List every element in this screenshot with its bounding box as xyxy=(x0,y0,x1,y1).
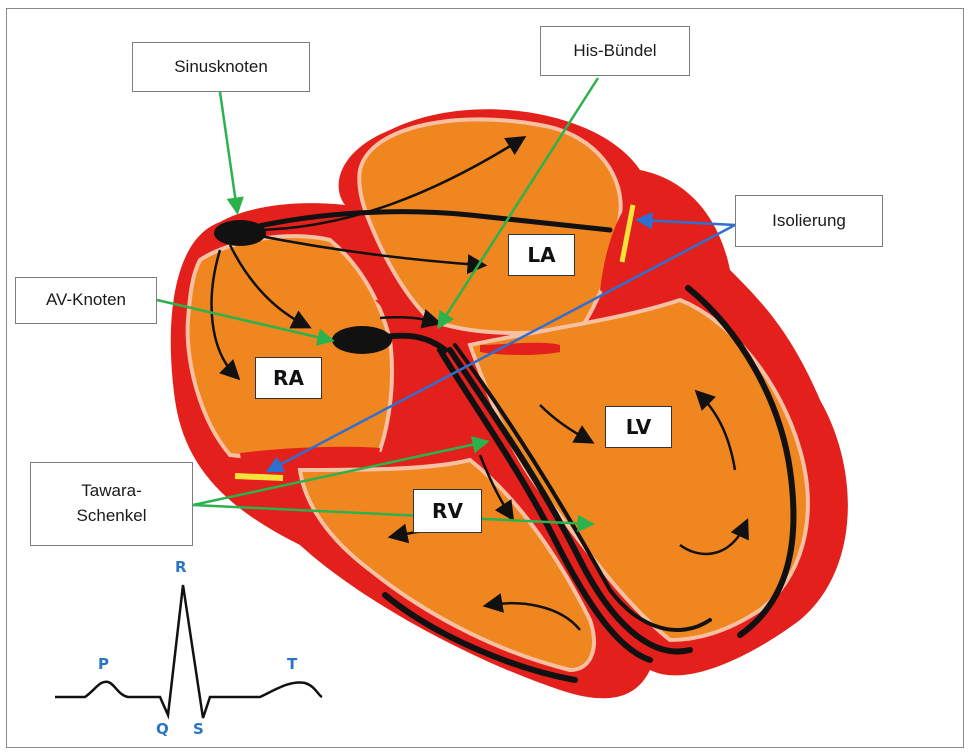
sinusknoten-label: Sinusknoten xyxy=(132,42,310,92)
av-knoten-label: AV-Knoten xyxy=(15,277,157,324)
his-buendel-label: His-Bündel xyxy=(540,26,690,76)
tawara-label-line2: Schenkel xyxy=(77,504,147,529)
ecg-label-q: Q xyxy=(156,720,169,738)
tawara-schenkel-label: Tawara- Schenkel xyxy=(30,462,193,546)
lv-chamber-label: LV xyxy=(605,406,672,448)
la-chamber-label: LA xyxy=(508,234,575,276)
tawara-label-line1: Tawara- xyxy=(81,479,141,504)
ecg-label-t: T xyxy=(287,655,297,673)
rv-chamber-label: RV xyxy=(413,489,482,533)
ra-chamber-label: RA xyxy=(255,357,322,399)
ecg-trace xyxy=(55,585,322,718)
ecg-label-s: S xyxy=(193,720,204,738)
ecg-label-p: P xyxy=(98,655,109,673)
ecg-label-r: R xyxy=(175,558,187,576)
isolierung-label: Isolierung xyxy=(735,195,883,247)
